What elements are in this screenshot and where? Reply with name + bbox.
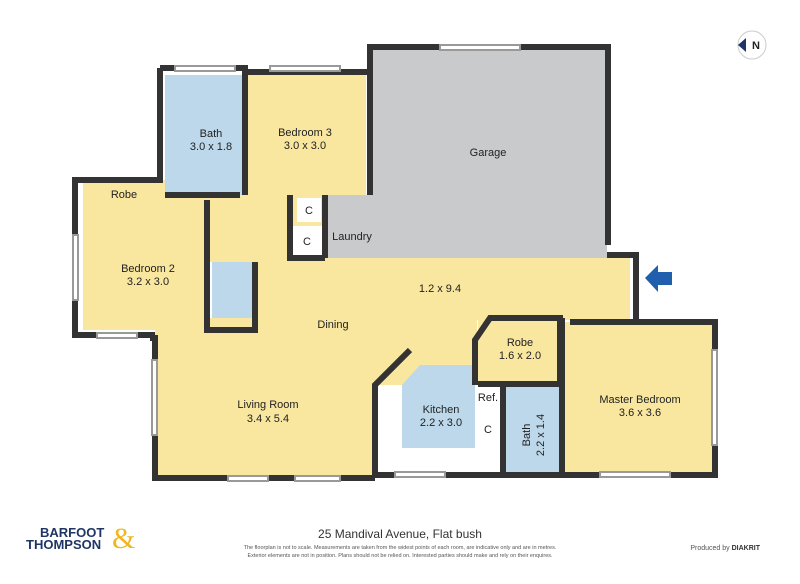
- kitchen-name: Kitchen: [423, 404, 460, 416]
- producer-name: DIAKRIT: [731, 545, 760, 552]
- hallway-size: 1.2 x 9.4: [419, 283, 461, 295]
- hallway-area: [255, 258, 630, 320]
- master-size: 3.6 x 3.6: [619, 407, 661, 419]
- windows: [72, 44, 718, 482]
- robe2-name: Robe: [507, 337, 533, 349]
- cupboard-3-label: C: [484, 424, 492, 436]
- garage-name: Garage: [470, 147, 507, 159]
- bedroom3-size: 3.0 x 3.0: [284, 140, 326, 152]
- living-name: Living Room: [237, 399, 298, 411]
- bath1-size: 3.0 x 1.8: [190, 141, 232, 153]
- compass: N: [737, 30, 767, 60]
- bath2-area: [503, 384, 562, 472]
- logo-line-2: THOMPSON: [26, 537, 102, 552]
- kitchen-size: 2.2 x 3.0: [420, 417, 462, 429]
- produced-by-label: Produced by: [690, 545, 730, 552]
- robe2-area: [478, 318, 562, 384]
- produced-by: Produced by DIAKRIT: [690, 545, 760, 552]
- kitchen-area: [402, 365, 475, 448]
- bedroom3-area: [245, 75, 366, 195]
- dining-name: Dining: [317, 319, 348, 331]
- bath2-name: Bath: [521, 424, 533, 447]
- master-name: Master Bedroom: [599, 394, 680, 406]
- cupboard-2-label: C: [303, 236, 311, 248]
- living-size: 3.4 x 5.4: [247, 413, 289, 425]
- entry-arrow-icon: [645, 265, 672, 292]
- robe1-name: Robe: [111, 189, 137, 201]
- room-fills: [83, 50, 713, 478]
- agency-logo: BARFOOT THOMPSON: [26, 525, 105, 552]
- address-title: 25 Mandival Avenue, Flat bush: [318, 527, 482, 541]
- garage-area: [370, 50, 607, 258]
- disclaimer-line-1: The floorplan is not to scale. Measureme…: [243, 545, 557, 551]
- bath1-area: [165, 75, 242, 195]
- c-cupboard-2: [292, 226, 322, 256]
- logo-line-1: BARFOOT: [40, 525, 105, 540]
- bedroom2-name: Bedroom 2: [121, 263, 175, 275]
- laundry-area: [322, 195, 372, 258]
- master-area: [565, 322, 713, 478]
- c-cupboard-1: [297, 198, 321, 222]
- room-labels: Bath 3.0 x 1.8 Bedroom 3 3.0 x 3.0 Garag…: [111, 127, 681, 456]
- cupboard-1-label: C: [305, 205, 313, 217]
- robe1-area: [83, 180, 165, 208]
- bath1-name: Bath: [200, 128, 223, 140]
- bedroom2-size: 3.2 x 3.0: [127, 276, 169, 288]
- robe2-size: 1.6 x 2.0: [499, 350, 541, 362]
- laundry-name: Laundry: [332, 231, 372, 243]
- bedroom3-name: Bedroom 3: [278, 127, 332, 139]
- logo-ampersand: &: [112, 522, 136, 555]
- disclaimer-line-2: Exterior elements are not in position. P…: [247, 553, 553, 559]
- bath2-size: 2.2 x 1.4: [535, 414, 547, 456]
- compass-label: N: [752, 40, 760, 52]
- ref-label: Ref.: [478, 392, 498, 404]
